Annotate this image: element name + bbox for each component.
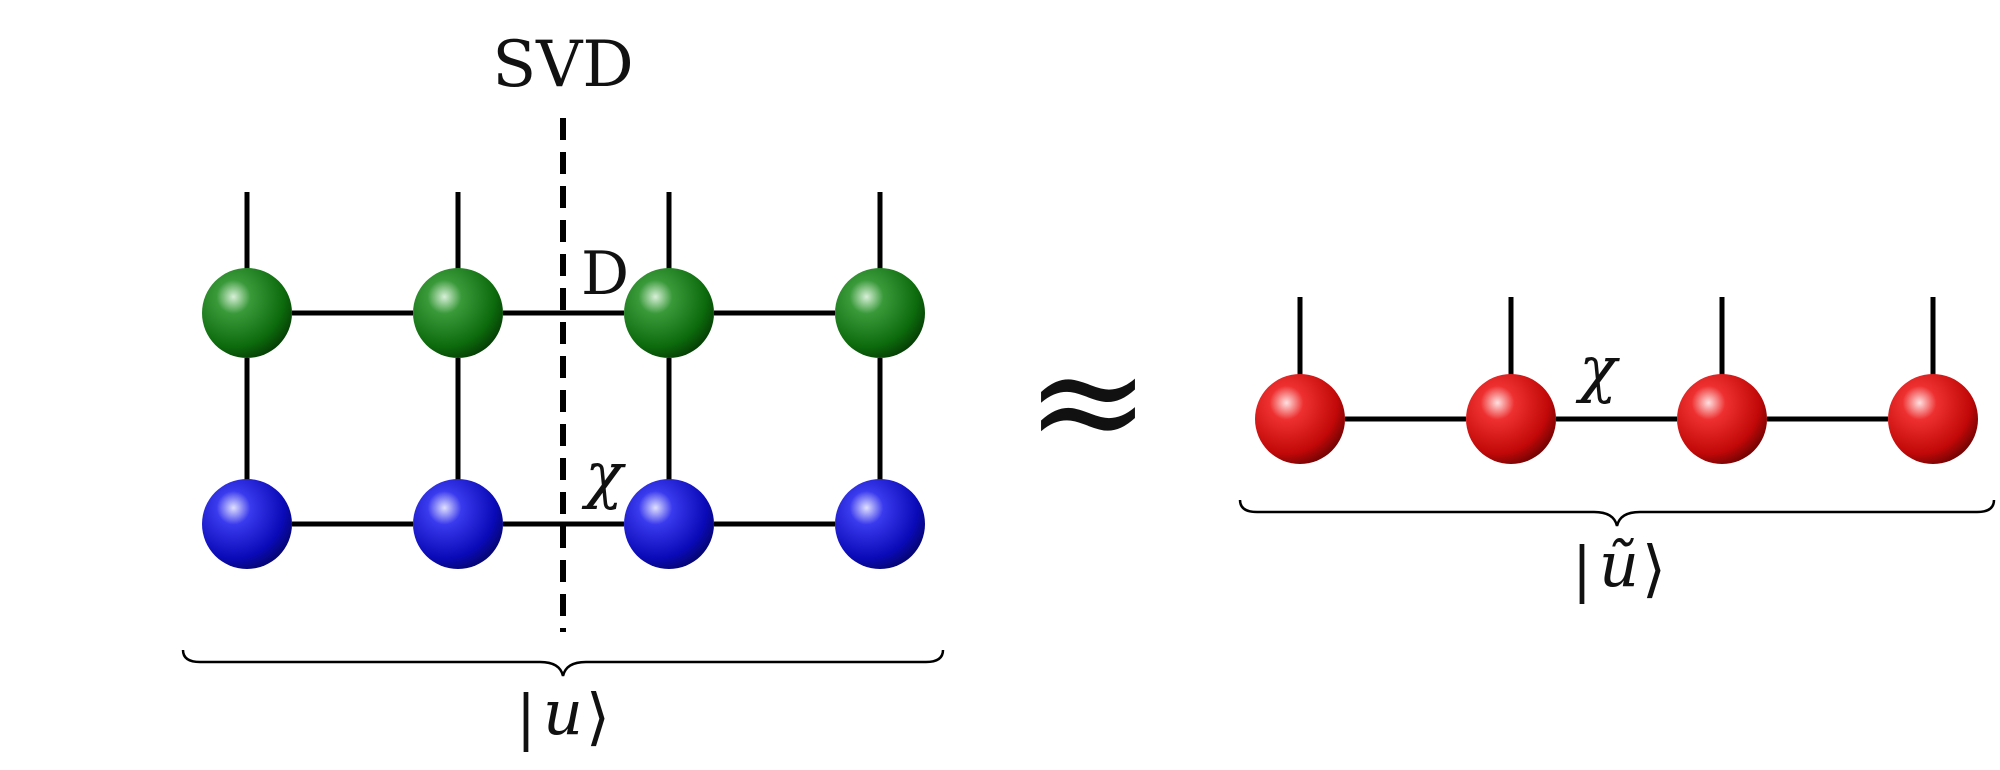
tensor-bottom	[202, 479, 292, 569]
ket-close-bracket: ⟩	[1642, 532, 1666, 605]
left-network: SVD D χ | u ⟩	[181, 28, 945, 753]
svd-label: SVD	[492, 28, 633, 102]
ket-u-label: | u ⟩	[516, 676, 610, 753]
tensor-top	[202, 268, 292, 358]
tensor-bottom	[413, 479, 503, 569]
ket-open-bar: |	[516, 683, 536, 753]
ket-u-tilde-label: | ũ ⟩	[1572, 528, 1666, 605]
bond-dimension-chi-label: χ	[1575, 332, 1620, 405]
ket-u-tilde-symbol: ũ	[1599, 528, 1639, 601]
tensor-bottom	[835, 479, 925, 569]
ket-open-bar: |	[1572, 535, 1592, 605]
bond-dimension-d-label: D	[581, 239, 629, 309]
tensor-top	[835, 268, 925, 358]
tensor-mps	[1255, 374, 1345, 464]
approx-sign: ≈	[1025, 314, 1151, 488]
bond-dimension-chi-label: χ	[581, 438, 626, 511]
right-chain: χ | ũ ⟩	[1238, 297, 1996, 605]
tensor-mps	[1466, 374, 1556, 464]
tensor-top	[624, 268, 714, 358]
underbrace-right	[1238, 499, 1996, 527]
underbrace-left	[181, 649, 945, 677]
tensor-bottom	[624, 479, 714, 569]
ket-u-symbol: u	[543, 676, 583, 749]
tensor-mps	[1888, 374, 1978, 464]
tensor-top	[413, 268, 503, 358]
ket-close-bracket: ⟩	[586, 680, 610, 753]
tensor-mps	[1677, 374, 1767, 464]
